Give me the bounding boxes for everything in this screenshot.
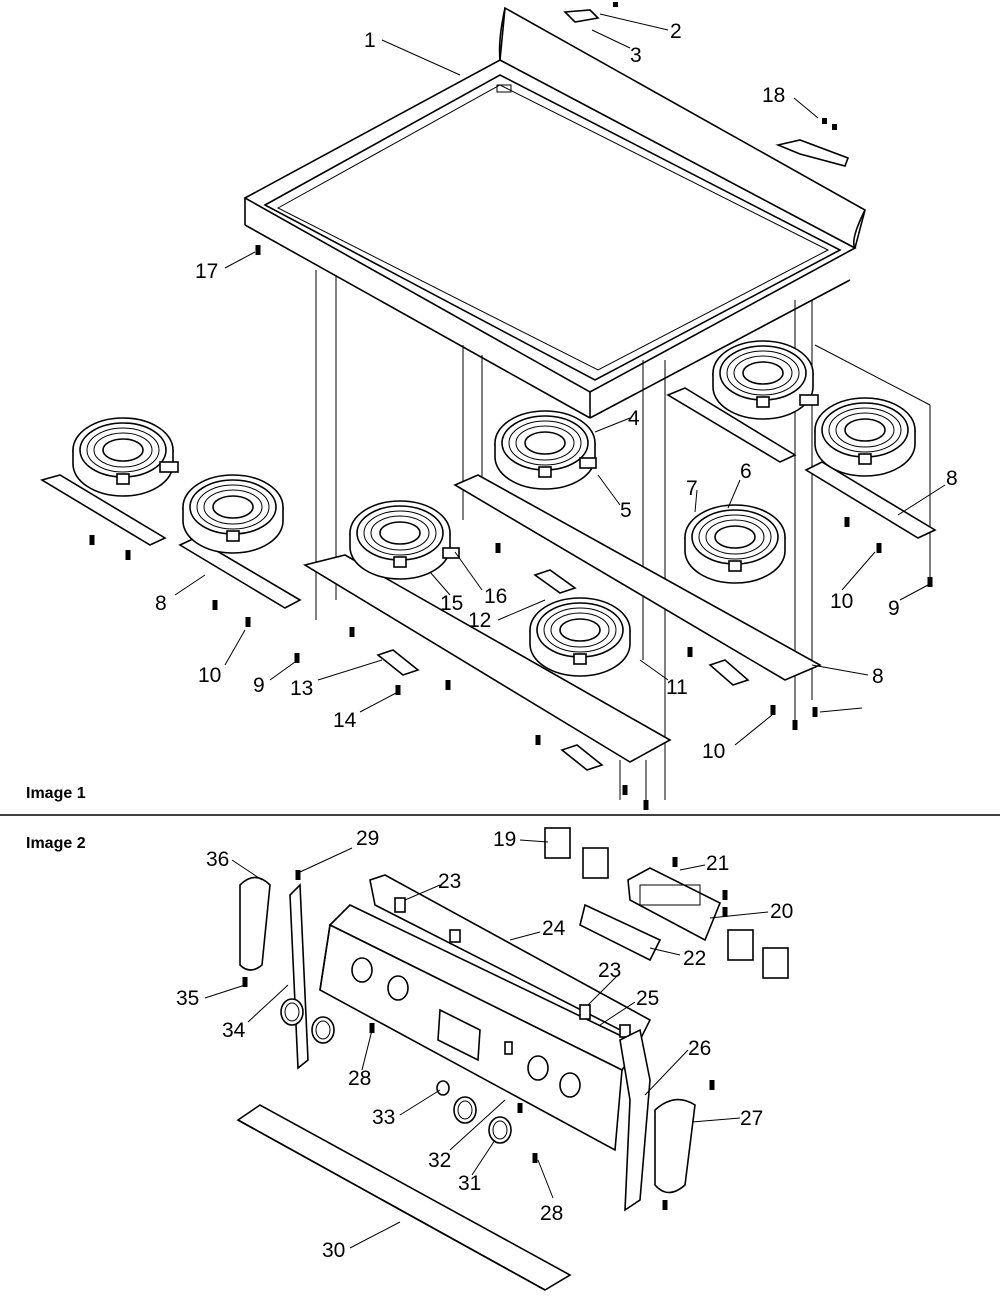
callout-17: 17 (195, 260, 218, 283)
callout-8-lower: 8 (872, 665, 884, 688)
callout-4: 4 (628, 407, 640, 430)
callout-10-left: 10 (198, 664, 221, 687)
callout-28-upper: 28 (348, 1067, 371, 1090)
callout-9-right: 9 (888, 597, 900, 620)
callout-33: 33 (372, 1106, 395, 1129)
callout-25: 25 (636, 987, 659, 1010)
callout-7: 7 (686, 477, 698, 500)
callout-9-left: 9 (253, 674, 265, 697)
callout-10-right: 10 (830, 590, 853, 613)
callout-30: 30 (322, 1239, 345, 1262)
callout-24: 24 (542, 917, 566, 940)
callout-2: 2 (670, 20, 682, 43)
callout-8-right: 8 (946, 467, 958, 490)
callout-22: 22 (683, 947, 706, 970)
panel-label-image-1: Image 1 (26, 785, 86, 802)
callout-21: 21 (706, 852, 729, 875)
callout-8-left: 8 (155, 592, 167, 615)
callout-14: 14 (333, 709, 357, 732)
callout-29: 29 (356, 827, 379, 850)
callout-15: 15 (440, 592, 463, 615)
callout-13: 13 (290, 677, 313, 700)
callout-10-lower: 10 (702, 740, 725, 763)
callout-28-lower: 28 (540, 1202, 563, 1225)
callout-23-lower: 23 (598, 959, 621, 982)
callout-6: 6 (740, 460, 752, 483)
callout-1: 1 (364, 29, 376, 52)
callout-34: 34 (222, 1019, 246, 1042)
callout-16: 16 (484, 585, 507, 608)
callout-12: 12 (468, 609, 491, 632)
callout-23-upper: 23 (438, 870, 461, 893)
callout-26: 26 (688, 1037, 711, 1060)
callout-5: 5 (620, 499, 632, 522)
callout-27: 27 (740, 1107, 763, 1130)
callout-18: 18 (762, 84, 785, 107)
callout-3: 3 (630, 44, 642, 67)
panel-label-image-2: Image 2 (26, 835, 86, 852)
callout-20: 20 (770, 900, 793, 923)
cooktop-assembly (39, 2, 946, 810)
callout-31: 31 (458, 1172, 481, 1195)
callout-36: 36 (206, 848, 229, 871)
callout-19: 19 (493, 828, 516, 851)
control-panel-assembly (204, 827, 789, 1291)
callout-11: 11 (666, 676, 688, 699)
callout-32: 32 (428, 1149, 451, 1172)
callout-35: 35 (176, 987, 199, 1010)
